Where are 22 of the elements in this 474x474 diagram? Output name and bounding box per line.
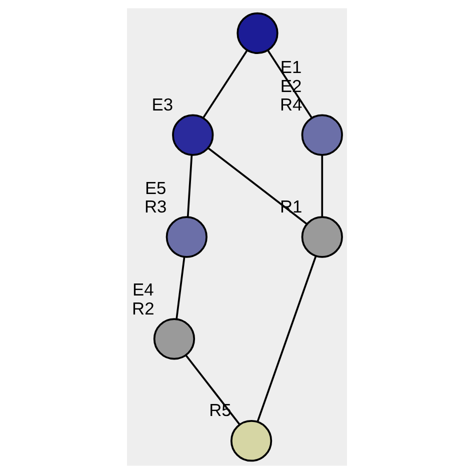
node-label: R3 <box>144 196 167 216</box>
node-circle <box>172 114 214 156</box>
node-circle <box>301 216 343 258</box>
node-circle <box>153 318 196 360</box>
connector <box>256 256 317 422</box>
node-label: R4 <box>280 94 302 114</box>
node-label: R2 <box>132 298 154 318</box>
connector <box>267 50 313 118</box>
connector <box>186 154 193 218</box>
connector <box>185 354 240 425</box>
connector <box>321 155 324 217</box>
connector <box>176 256 186 320</box>
node-label: E5 <box>144 178 166 198</box>
node-label: E3 <box>152 94 174 114</box>
node-circle <box>230 420 272 462</box>
node-circle <box>301 114 343 156</box>
node-label: E4 <box>132 280 154 300</box>
node-label: E1 <box>280 57 302 78</box>
node-circle <box>166 216 208 258</box>
node-circle <box>236 12 278 54</box>
connector <box>202 50 248 118</box>
connector <box>208 147 308 225</box>
